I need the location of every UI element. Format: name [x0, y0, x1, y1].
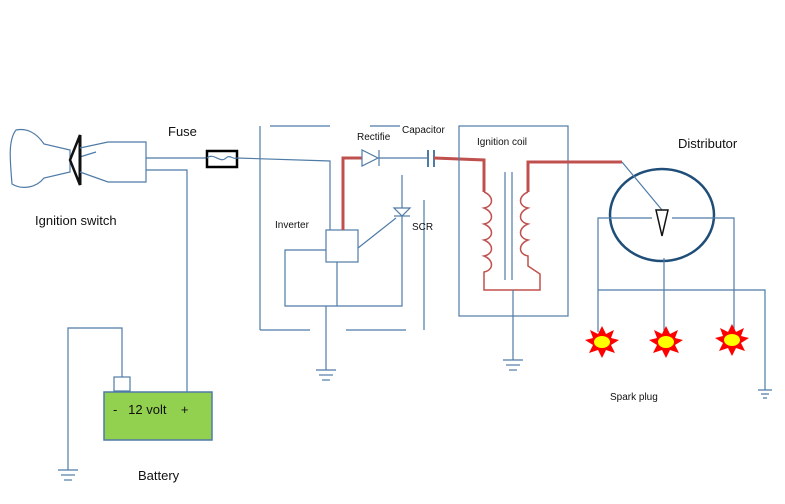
- coil-secondary-winding: [518, 191, 541, 291]
- scr-label: SCR: [412, 222, 433, 233]
- spark-plug-1: [585, 326, 619, 358]
- cdi-enclosure: [259, 125, 425, 331]
- inverter-label: Inverter: [275, 220, 310, 231]
- wire-switch-to-battery: [146, 169, 188, 392]
- switch-barrel: [79, 141, 147, 183]
- wire-battery-to-ground: [67, 327, 123, 470]
- hot-wire-coil-to-distributor: [526, 160, 622, 192]
- wire-to-plug-1: [597, 217, 610, 332]
- ignition-coil-box: [458, 125, 569, 317]
- battery-voltage-label: - 12 volt +: [113, 402, 189, 417]
- battery: [103, 391, 213, 441]
- hot-wire-capacitor-to-coil: [433, 156, 486, 192]
- spark-plug-3: [715, 324, 749, 356]
- inverter-block: [325, 229, 359, 263]
- hot-wire-inverter-to-rectifier: [341, 156, 362, 230]
- spark-plug-label: Spark plug: [610, 392, 658, 403]
- battery-ground-symbol: [58, 469, 78, 481]
- fuse-element: [206, 155, 238, 161]
- distributor-rotor-wire: [621, 161, 663, 211]
- coil-primary-winding: [481, 191, 518, 291]
- battery-terminal: [113, 376, 131, 392]
- ignition-switch-label: Ignition switch: [35, 213, 117, 228]
- key-head: [9, 128, 71, 188]
- plug-ground-symbol: [758, 389, 772, 399]
- rectifier-label: Rectifie: [357, 132, 391, 143]
- distributor-rotor: [655, 209, 669, 237]
- fuse-label: Fuse: [168, 124, 197, 139]
- battery-label: Battery: [138, 468, 180, 483]
- inverter-ground-symbol: [316, 369, 336, 381]
- spark-plug-2: [649, 326, 683, 358]
- wire-fuse-to-inverter: [236, 157, 331, 232]
- ignition-switch: [9, 128, 147, 188]
- ignition-coil-label: Ignition coil: [477, 137, 527, 148]
- fuse: [205, 149, 239, 169]
- scr-symbol: [392, 207, 412, 217]
- wire-to-plug-3: [716, 217, 735, 332]
- distributor-label: Distributor: [678, 136, 738, 151]
- plug-ground-bus: [598, 289, 766, 390]
- coil-ground-symbol: [503, 359, 523, 371]
- scr-gate-wire: [357, 217, 397, 249]
- rectifier-diode: [361, 149, 380, 167]
- capacitor-label: Capacitor: [402, 125, 445, 136]
- inverter-internal-loop: [284, 175, 403, 307]
